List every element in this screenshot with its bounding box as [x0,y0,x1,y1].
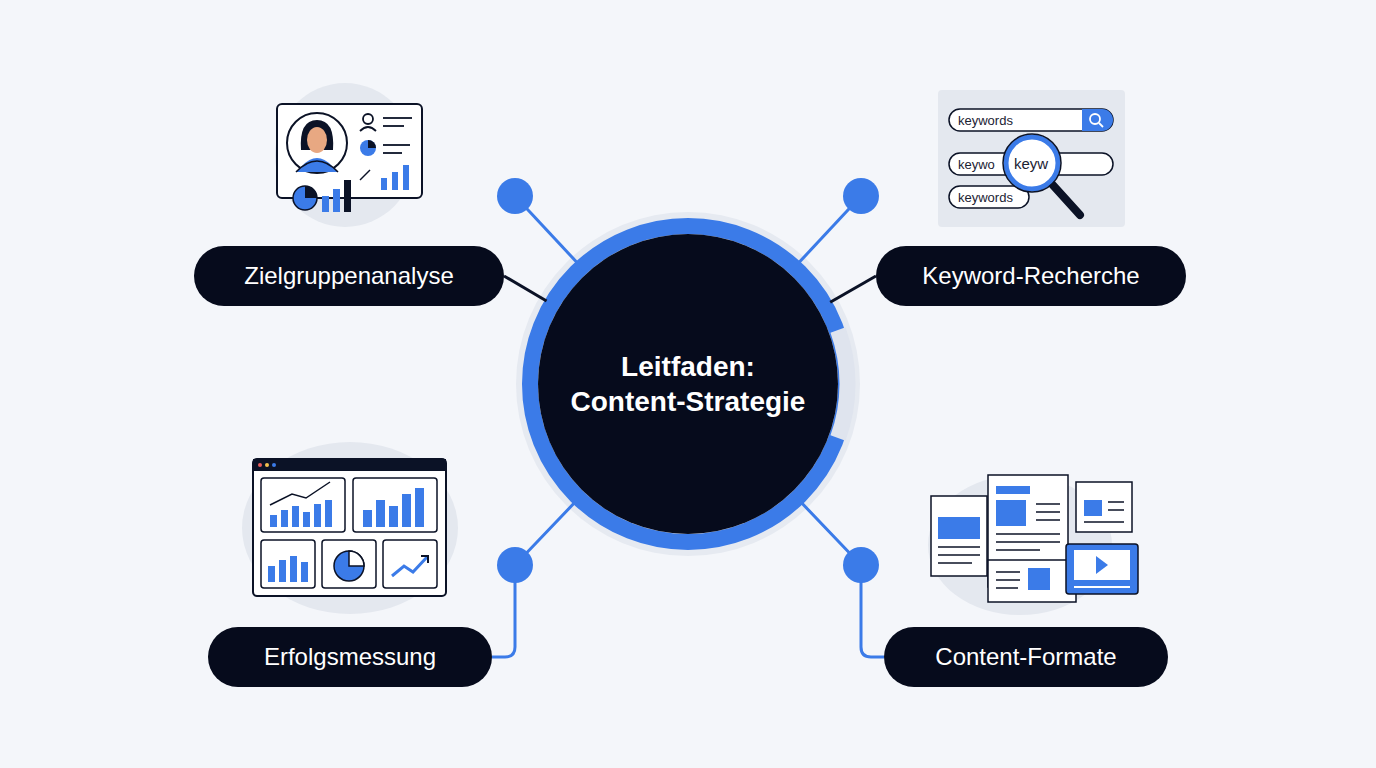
connector-line [801,503,884,657]
connector-line [492,503,575,657]
topic-label: Content-Formate [935,643,1116,671]
hub-title: Leitfaden: Content-Strategie [563,349,813,419]
topic-pill: Zielgruppenanalyse [194,246,504,306]
search-term: keyw [1014,156,1048,171]
hub-circle: Leitfaden: Content-Strategie [538,234,838,534]
topic-pill: Erfolgsmessung [208,627,492,687]
search-term: keywords [958,191,1013,204]
topic-pill: Keyword-Recherche [876,246,1186,306]
search-term: keywo [958,158,995,171]
topic-label: Zielgruppenanalyse [244,262,453,290]
connector-line [504,276,547,301]
topic-label: Erfolgsmessung [264,643,436,671]
topic-label: Keyword-Recherche [922,262,1139,290]
connector-line [830,276,876,302]
topic-pill: Content-Formate [884,627,1168,687]
search-term: keywords [958,114,1013,127]
